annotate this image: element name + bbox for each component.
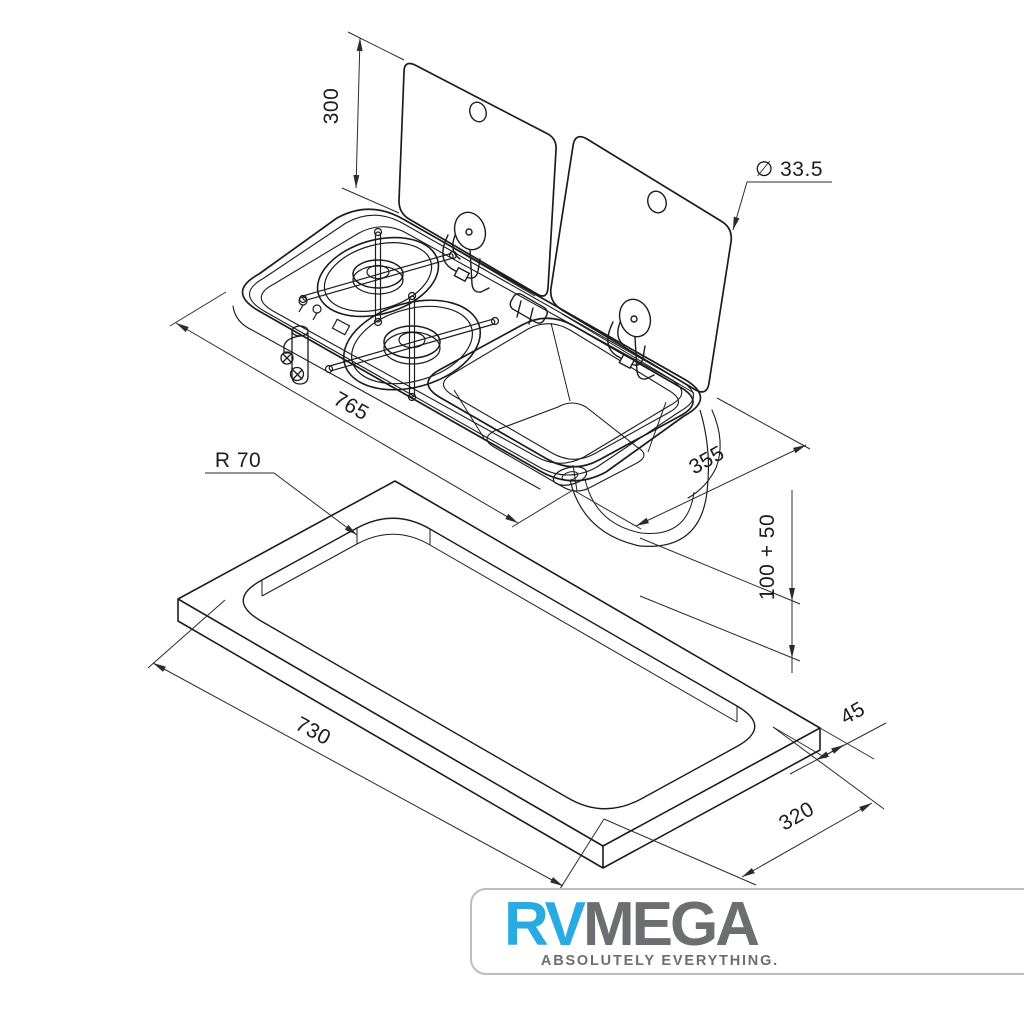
burner-cap bbox=[352, 259, 404, 289]
logo-rv: RV bbox=[504, 890, 586, 959]
sink-bowl-bottom bbox=[486, 402, 645, 492]
rvmega-logo: RVMEGA ABSOLUTELY EVERYTHING. bbox=[470, 888, 1024, 975]
dimension-lid-hole-diameter: ∅ 33.5 bbox=[732, 158, 832, 231]
dimension-label: 355 bbox=[685, 441, 728, 479]
burner-rear bbox=[298, 227, 458, 327]
faucet bbox=[280, 325, 309, 385]
dimension-unit-length: 765 bbox=[169, 291, 574, 528]
dimension-flange-margin: 45 bbox=[772, 697, 887, 775]
benchtop-slab-top bbox=[177, 480, 821, 847]
well-edge bbox=[260, 226, 683, 464]
benchtop-template bbox=[177, 480, 821, 869]
dimension-unit-width: 355 bbox=[572, 397, 811, 530]
lid-hinges bbox=[442, 211, 655, 380]
dimension-label: 45 bbox=[837, 697, 869, 729]
dimension-cutout-width: 320 bbox=[603, 726, 885, 886]
pan-support-arm bbox=[374, 231, 382, 323]
dimension-lid-open-height: 300 bbox=[320, 31, 405, 214]
pan-support-arm bbox=[302, 253, 454, 301]
body-front-wall bbox=[232, 305, 541, 490]
dimension-depth-clearance: 100 + 50 bbox=[639, 490, 801, 673]
dimension-label: R 70 bbox=[215, 449, 261, 472]
dimension-label: 100 + 50 bbox=[756, 514, 779, 600]
dimension-cutout-corner-radius: R 70 bbox=[205, 449, 358, 536]
dimension-label: 300 bbox=[320, 88, 343, 125]
dimension-label: ∅ 33.5 bbox=[755, 158, 823, 181]
hinge-right bbox=[607, 298, 655, 380]
lid-rest-clip bbox=[509, 293, 548, 325]
lid-hole bbox=[469, 101, 487, 123]
sink-drain bbox=[561, 471, 579, 481]
logo-wordmark: RVMEGA bbox=[504, 894, 760, 956]
dimension-label: 320 bbox=[775, 797, 818, 835]
sink-drain bbox=[552, 466, 588, 486]
dimension-label: 730 bbox=[292, 713, 335, 750]
benchtop-slab-sides bbox=[177, 599, 821, 869]
logo-mega: MEGA bbox=[583, 890, 760, 959]
logo-tagline: ABSOLUTELY EVERYTHING. bbox=[540, 953, 779, 969]
cutout-inner-wall bbox=[261, 528, 738, 723]
lid-hole bbox=[647, 190, 667, 214]
hinge-left bbox=[442, 211, 490, 293]
cutout-edge bbox=[242, 517, 756, 810]
